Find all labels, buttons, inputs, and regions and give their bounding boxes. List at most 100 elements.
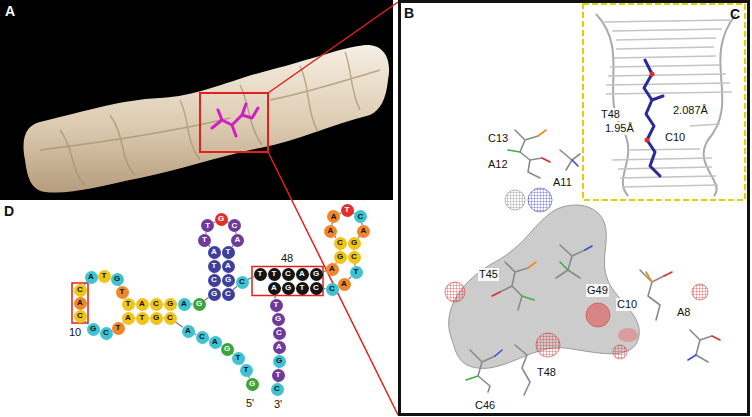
nucleotide-circle: T bbox=[272, 369, 285, 382]
nucleotide-circle: A bbox=[222, 260, 235, 273]
ligand-sticks bbox=[644, 60, 663, 176]
binding-surface bbox=[449, 205, 640, 368]
nucleotide-circle: G bbox=[221, 343, 234, 356]
base-letter: C bbox=[77, 312, 83, 320]
base-letter: C bbox=[232, 222, 238, 230]
nucleotide-circle: T bbox=[268, 268, 281, 281]
base-letter: G bbox=[90, 325, 96, 333]
base-letter: C bbox=[167, 314, 173, 322]
nucleotide-circle: A bbox=[231, 234, 244, 247]
nucleotide-circle: A bbox=[74, 297, 87, 310]
base-letter: T bbox=[116, 324, 121, 332]
panel-frame bbox=[400, 2, 749, 415]
base-letter: A bbox=[235, 236, 241, 244]
base-letter: A bbox=[88, 273, 94, 281]
base-letter: G bbox=[275, 315, 281, 323]
mesh-sphere bbox=[613, 345, 627, 359]
zoom-box bbox=[200, 93, 268, 152]
base-letter: T bbox=[354, 268, 359, 276]
base-letter: C bbox=[337, 239, 343, 247]
nucleotide-circle: T bbox=[341, 204, 354, 217]
base-rungs bbox=[604, 20, 732, 187]
nucleotide-circle: A bbox=[209, 336, 222, 349]
backbone-link bbox=[204, 298, 208, 301]
base-letter: C bbox=[211, 276, 217, 284]
nucleotide-circle: T bbox=[232, 352, 245, 365]
base-letter: T bbox=[202, 236, 207, 244]
nucleotide-circle: T bbox=[270, 299, 283, 312]
nucleotide-circle: C bbox=[196, 331, 209, 344]
base-letter: T bbox=[212, 262, 217, 270]
base-letter: C bbox=[274, 385, 280, 393]
base-letter: G bbox=[276, 357, 282, 365]
nucleotide-circle: G bbox=[222, 274, 235, 287]
base-letter: C bbox=[225, 290, 231, 298]
base-letter: T bbox=[126, 300, 131, 308]
base-letter: G bbox=[196, 300, 202, 308]
nucleotide-circle: A bbox=[357, 225, 370, 238]
nucleotide-circle: G bbox=[246, 378, 259, 391]
base-letter: A bbox=[185, 327, 191, 335]
residue-label: T48 bbox=[536, 366, 557, 379]
nucleotide-circle: T bbox=[136, 312, 149, 325]
nucleotide-circle: G bbox=[215, 213, 228, 226]
highlight-box bbox=[72, 283, 88, 323]
nucleotide-circle: G bbox=[87, 323, 100, 336]
nucleotide-circle: C bbox=[222, 288, 235, 301]
residue-label: A11 bbox=[552, 176, 573, 189]
base-letter: T bbox=[102, 272, 107, 280]
nucleotide-circle: A bbox=[208, 246, 221, 259]
nucleotide-circle: T bbox=[201, 219, 214, 232]
surface-groove bbox=[40, 52, 380, 185]
backbone-link bbox=[248, 277, 254, 280]
nucleotide-circle: C bbox=[271, 383, 284, 396]
nucleotide-circle: A bbox=[85, 271, 98, 284]
nucleotide-circle: T bbox=[240, 364, 253, 377]
nucleotide-circle: G bbox=[310, 268, 323, 281]
zoom-line bbox=[268, 2, 398, 415]
base-letter: T bbox=[205, 222, 210, 230]
nucleotide-circle: G bbox=[334, 251, 347, 264]
dna-backbone bbox=[596, 14, 736, 196]
base-letter: T bbox=[274, 301, 279, 309]
backbone-link bbox=[85, 321, 89, 325]
nucleotide-circle: T bbox=[350, 266, 363, 279]
oxygen-atom bbox=[645, 138, 650, 143]
base-letter: T bbox=[236, 354, 241, 362]
base-letter: G bbox=[285, 284, 291, 292]
nucleotide-circle: T bbox=[222, 246, 235, 259]
nucleotide-circle: C bbox=[236, 276, 249, 289]
nucleotide-circle: A bbox=[273, 341, 286, 354]
nucleotide-circle: A bbox=[122, 312, 135, 325]
base-letter: A bbox=[341, 280, 347, 288]
base-letter: C bbox=[153, 300, 159, 308]
base-letter: G bbox=[167, 300, 173, 308]
panel-letter: A bbox=[5, 3, 15, 19]
base-letter: T bbox=[276, 371, 281, 379]
base-letter: C bbox=[285, 270, 291, 278]
residue-label: C13 bbox=[487, 132, 509, 145]
nucleotide-circle: G bbox=[348, 237, 361, 250]
panel-letter: B bbox=[404, 5, 414, 21]
residue-label: C10 bbox=[616, 298, 638, 311]
base-letter: G bbox=[224, 345, 230, 353]
nucleotide-circle: G bbox=[150, 312, 163, 325]
nucleotide-circle: A bbox=[136, 298, 149, 311]
nucleotide-circle: A bbox=[296, 268, 309, 281]
base-letter: T bbox=[345, 206, 350, 214]
nucleotide-circle: C bbox=[74, 310, 87, 323]
residue-label: C46 bbox=[474, 399, 496, 412]
backbone-link bbox=[175, 322, 182, 327]
residue-label: T48 bbox=[600, 108, 621, 121]
base-letter: G bbox=[114, 275, 120, 283]
base-letter: G bbox=[337, 253, 343, 261]
base-letter: C bbox=[103, 329, 109, 337]
nucleotide-circle: C bbox=[348, 251, 361, 264]
nucleotide-circle: G bbox=[193, 298, 206, 311]
strand-end: 3' bbox=[274, 398, 282, 411]
base-letter: G bbox=[351, 239, 357, 247]
panel-letter: D bbox=[4, 203, 14, 219]
residue-label: A12 bbox=[487, 158, 509, 171]
